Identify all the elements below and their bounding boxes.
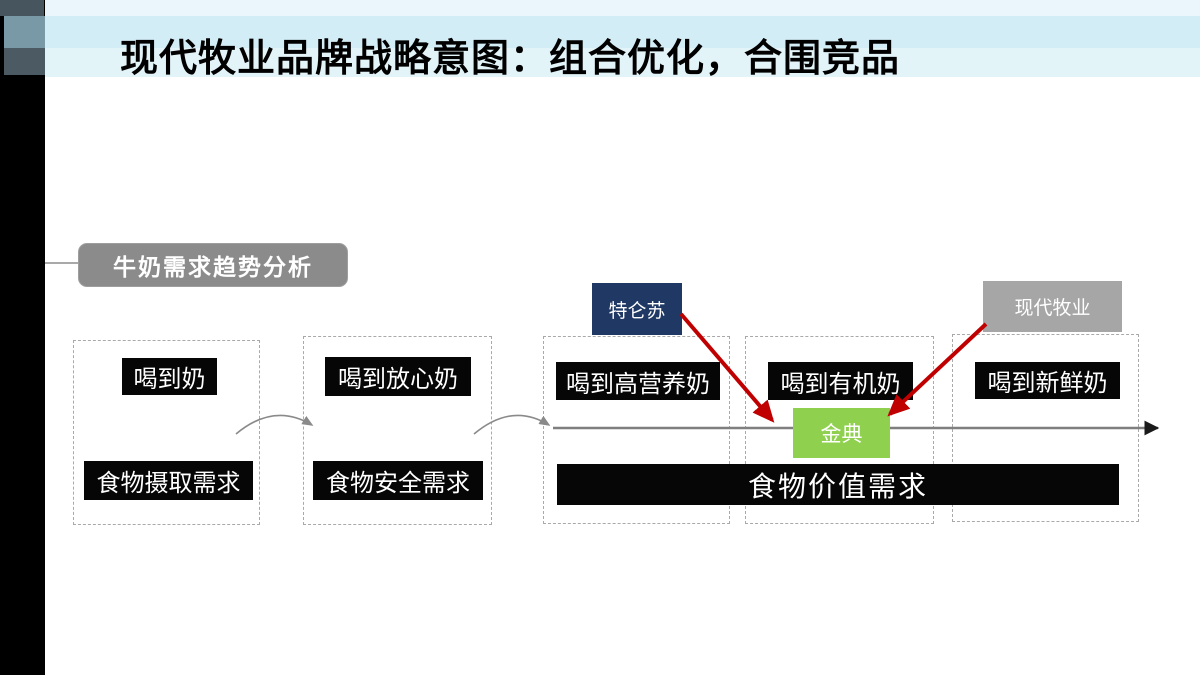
need-chip-high-nutrition: 喝到高营养奶: [556, 362, 720, 400]
stage3-dashed-box-2: [745, 336, 934, 524]
demand-bar-value: 食物价值需求: [557, 464, 1119, 505]
header-band-top: [45, 0, 1200, 16]
deco-square-bottom: [4, 48, 45, 75]
need-chip-milk: 喝到奶: [122, 358, 217, 395]
brand-box-jindian: 金典: [793, 408, 890, 458]
deco-square-top: [0, 0, 44, 16]
brand-box-telunsu: 特仑苏: [592, 283, 682, 335]
need-chip-fresh: 喝到新鲜奶: [975, 362, 1120, 399]
label-connector-line: [45, 262, 79, 264]
header-band-middle: [45, 16, 1200, 48]
section-label: 牛奶需求趋势分析: [78, 243, 348, 287]
need-chip-safe-milk: 喝到放心奶: [325, 357, 471, 396]
left-sidebar: [0, 0, 45, 675]
demand-chip-intake: 食物摄取需求: [84, 461, 253, 500]
deco-square-middle: [4, 16, 45, 48]
header-band-bottom: [45, 48, 1200, 77]
brand-box-modern-farming: 现代牧业: [983, 281, 1122, 332]
demand-chip-safety: 食物安全需求: [313, 461, 483, 500]
need-chip-organic: 喝到有机奶: [768, 362, 913, 400]
slide-title: 现代牧业品牌战略意图：组合优化，合围竞品: [120, 38, 901, 80]
